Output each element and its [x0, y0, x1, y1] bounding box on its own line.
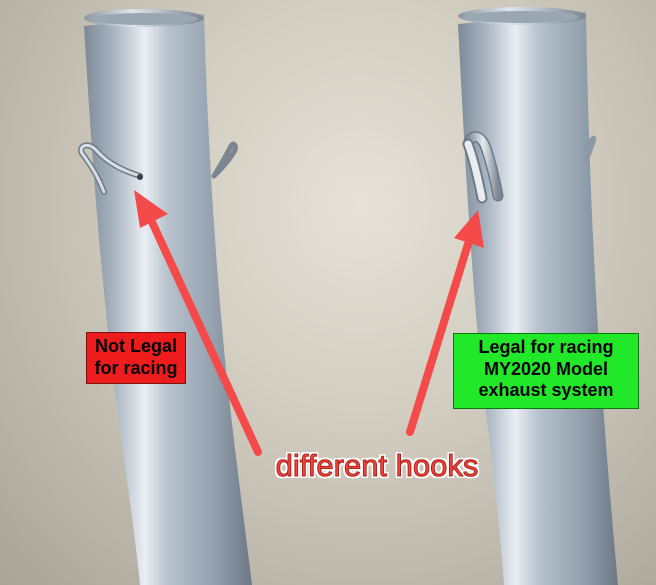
legal-label-line-3: exhaust system — [478, 380, 614, 401]
left-hook — [78, 141, 238, 195]
legal-label: Legal for racing MY2020 Model exhaust sy… — [453, 333, 639, 409]
arrow-to-right-hook — [406, 210, 484, 436]
different-hooks-caption: different hooks — [275, 448, 479, 484]
legal-label-line-1: Legal for racing — [478, 337, 614, 357]
not-legal-label-line-1: Not Legal — [94, 336, 177, 356]
not-legal-label: Not Legal for racing — [86, 332, 186, 384]
not-legal-label-line-2: for racing — [94, 357, 178, 378]
right-exhaust-pipe — [458, 7, 618, 585]
left-exhaust-pipe — [84, 9, 252, 585]
right-hook — [462, 131, 597, 204]
legal-label-line-2: MY2020 Model — [483, 358, 609, 379]
arrow-to-left-hook — [134, 190, 262, 456]
